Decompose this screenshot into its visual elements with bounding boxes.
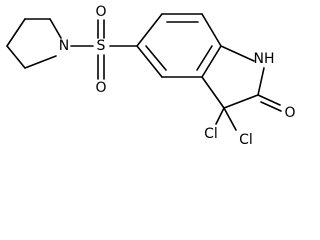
bond xyxy=(49,18,62,39)
oxygen-atom-label: O xyxy=(95,80,106,96)
bond xyxy=(257,67,265,96)
bond xyxy=(196,45,213,71)
bond xyxy=(6,45,26,69)
bond xyxy=(24,55,57,69)
bond xyxy=(260,101,282,112)
bond xyxy=(223,107,237,131)
chlorine-atom-label: Cl xyxy=(239,132,253,148)
nh-atom-label: NH xyxy=(254,51,275,67)
bond xyxy=(136,13,163,47)
bond xyxy=(201,13,222,47)
bond xyxy=(6,18,26,47)
sulfur-atom-label: S xyxy=(97,38,106,54)
bond xyxy=(223,94,259,109)
bond-lines xyxy=(6,13,282,131)
bond xyxy=(257,94,281,106)
chemical-structure-diagram: N S O O NH O Cl Cl xyxy=(6,4,296,148)
chlorine-atom-label: Cl xyxy=(204,126,218,142)
bond xyxy=(201,76,225,109)
bond xyxy=(201,45,222,78)
bond xyxy=(215,107,225,125)
bond xyxy=(145,45,167,71)
oxygen-atom-label: O xyxy=(95,4,106,20)
nitrogen-atom-label: N xyxy=(59,38,69,54)
bond xyxy=(136,45,163,78)
bond xyxy=(220,45,255,62)
atom-labels: N S O O NH O Cl Cl xyxy=(59,4,296,148)
oxygen-atom-label: O xyxy=(284,105,295,121)
